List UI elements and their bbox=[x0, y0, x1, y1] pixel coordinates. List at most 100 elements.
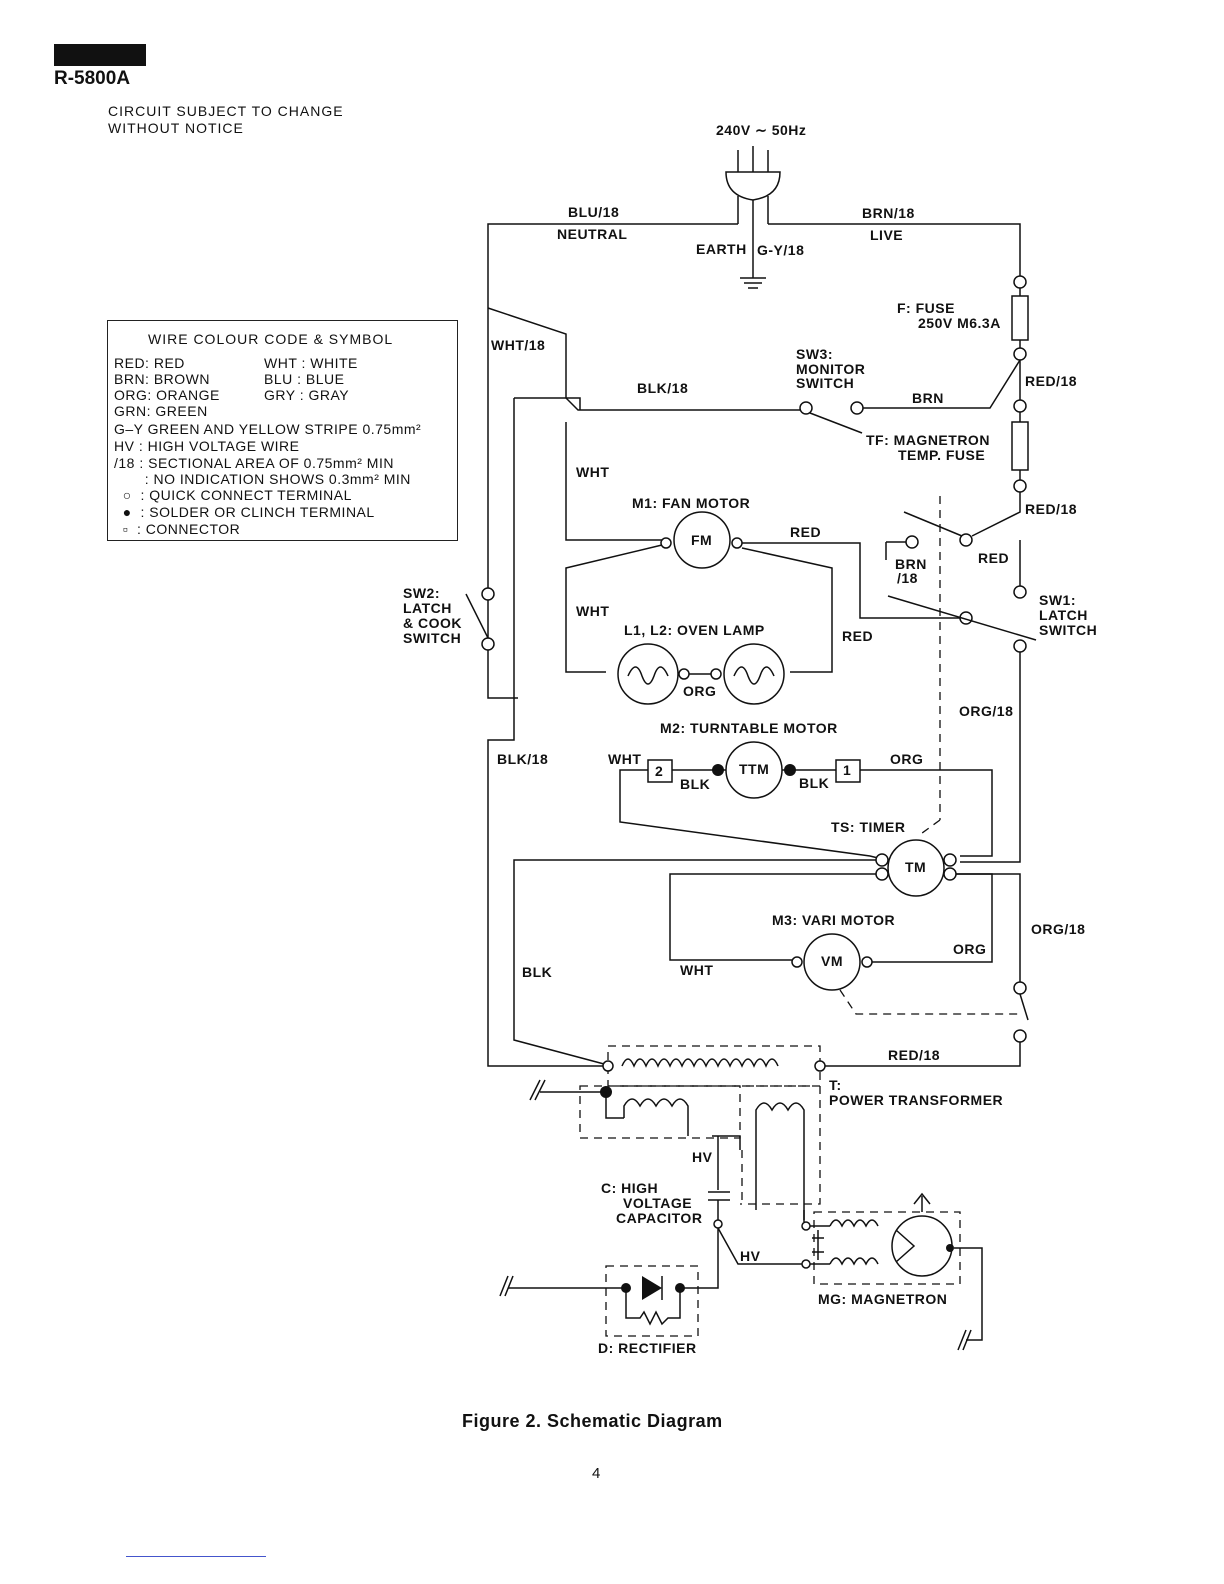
label-turntable-motor: M2: TURNTABLE MOTOR bbox=[660, 720, 838, 736]
label-org-b: ORG bbox=[890, 751, 923, 767]
legend-color-left: ORG: ORANGE bbox=[114, 387, 220, 403]
label-fan-motor: M1: FAN MOTOR bbox=[632, 495, 750, 511]
change-notice: CIRCUIT SUBJECT TO CHANGE WITHOUT NOTICE bbox=[108, 103, 344, 137]
label-capacitor-3: CAPACITOR bbox=[616, 1210, 702, 1226]
label-org18-a: ORG/18 bbox=[959, 703, 1013, 719]
label-sw1-1: SW1: bbox=[1039, 592, 1076, 608]
label-blk18-b: BLK/18 bbox=[497, 751, 548, 767]
wire-colour-legend: WIRE COLOUR CODE & SYMBOL RED: RED WHT :… bbox=[107, 320, 458, 541]
label-capacitor-2: VOLTAGE bbox=[623, 1195, 692, 1211]
label-conn-1: 1 bbox=[843, 762, 851, 778]
label-supply: 240V ∼ 50Hz bbox=[716, 122, 806, 138]
label-red18-c: RED/18 bbox=[888, 1047, 940, 1063]
legend-note: ● : SOLDER OR CLINCH TERMINAL bbox=[114, 504, 375, 520]
legend-note: G–Y GREEN AND YELLOW STRIPE 0.75mm² bbox=[114, 421, 422, 437]
label-sw2-1: SW2: bbox=[403, 585, 440, 601]
oven-lamps bbox=[617, 643, 785, 705]
legend-color-left: RED: RED bbox=[114, 355, 185, 371]
label-wht18: WHT/18 bbox=[491, 337, 545, 353]
legend-color-right: GRY : GRAY bbox=[264, 387, 350, 403]
label-vari-motor: M3: VARI MOTOR bbox=[772, 912, 895, 928]
label-wht-b: WHT bbox=[576, 603, 609, 619]
label-blu18: BLU/18 bbox=[568, 204, 619, 220]
vari-motor bbox=[791, 873, 1029, 1067]
label-rectifier: D: RECTIFIER bbox=[598, 1340, 697, 1356]
label-org-a: ORG bbox=[683, 683, 716, 699]
figure-caption: Figure 2. Schematic Diagram bbox=[462, 1411, 723, 1431]
label-red-c: RED bbox=[842, 628, 873, 644]
label-sw2-3: & COOK bbox=[403, 615, 462, 631]
label-wht-c: WHT bbox=[608, 751, 641, 767]
label-tf-2: TEMP. FUSE bbox=[898, 447, 985, 463]
legend-note: ○ : QUICK CONNECT TERMINAL bbox=[114, 487, 352, 503]
sw2-latch-cook-switch bbox=[465, 587, 495, 651]
label-sw3-3: SWITCH bbox=[796, 375, 854, 391]
fuse-f bbox=[1011, 275, 1029, 361]
diagram-labels: 240V ∼ 50Hz BLU/18 NEUTRAL BRN/18 LIVE E… bbox=[403, 122, 1097, 1356]
rectifier bbox=[499, 1227, 806, 1337]
label-ttm: TTM bbox=[739, 761, 769, 777]
label-red18-b: RED/18 bbox=[1025, 501, 1077, 517]
power-transformer bbox=[529, 1045, 826, 1220]
label-sw3-1: SW3: bbox=[796, 346, 833, 362]
label-hv-a: HV bbox=[692, 1149, 713, 1165]
label-sw2-2: LATCH bbox=[403, 600, 452, 616]
label-blk18-top: BLK/18 bbox=[637, 380, 688, 396]
label-vm: VM bbox=[821, 953, 843, 969]
legend-color-right: BLU : BLUE bbox=[264, 371, 345, 387]
label-t-1: T: bbox=[829, 1077, 842, 1093]
magnetron bbox=[801, 1192, 983, 1351]
label-tf-1: TF: MAGNETRON bbox=[866, 432, 990, 448]
label-blk-a: BLK bbox=[680, 776, 710, 792]
label-blk-c: BLK bbox=[522, 964, 552, 980]
sw3-monitor-switch bbox=[799, 359, 1021, 434]
label-blk-b: BLK bbox=[799, 775, 829, 791]
label-tm: TM bbox=[905, 859, 926, 875]
legend-note: /18 : SECTIONAL AREA OF 0.75mm² MIN bbox=[114, 455, 394, 471]
hv-capacitor bbox=[708, 1136, 743, 1229]
label-power-transformer: POWER TRANSFORMER bbox=[829, 1092, 1003, 1108]
label-sw3-2: MONITOR bbox=[796, 361, 865, 377]
label-gy18: G-Y/18 bbox=[757, 242, 804, 258]
label-org18-b: ORG/18 bbox=[1031, 921, 1085, 937]
label-brn18: BRN/18 bbox=[862, 205, 915, 221]
label-red-a: RED bbox=[790, 524, 821, 540]
timer bbox=[513, 819, 1021, 1065]
label-capacitor-1: C: HIGH bbox=[601, 1180, 658, 1196]
label-red18-a: RED/18 bbox=[1025, 373, 1077, 389]
label-earth: EARTH bbox=[696, 241, 747, 257]
label-wht-d: WHT bbox=[680, 962, 713, 978]
supply-wiring bbox=[487, 223, 1021, 1067]
legend-note: : NO INDICATION SHOWS 0.3mm² MIN bbox=[114, 471, 411, 487]
sw1-latch-switch bbox=[885, 496, 1037, 863]
page-number: 4 bbox=[592, 1465, 601, 1482]
legend-note: HV : HIGH VOLTAGE WIRE bbox=[114, 438, 300, 454]
legend-color-right: WHT : WHITE bbox=[264, 355, 358, 371]
label-wht-a: WHT bbox=[576, 464, 609, 480]
label-red-b: RED bbox=[978, 550, 1009, 566]
notice-line-2: WITHOUT NOTICE bbox=[108, 120, 244, 136]
label-fm: FM bbox=[691, 532, 712, 548]
label-fuse-2: 250V M6.3A bbox=[918, 315, 1001, 331]
label-magnetron: MG: MAGNETRON bbox=[818, 1291, 947, 1307]
label-sw2-4: SWITCH bbox=[403, 630, 461, 646]
notice-line-1: CIRCUIT SUBJECT TO CHANGE bbox=[108, 103, 344, 119]
label-org-c: ORG bbox=[953, 941, 986, 957]
label-brn-b-1: BRN bbox=[895, 556, 927, 572]
magnetron-temp-fuse bbox=[971, 360, 1029, 537]
power-plug bbox=[725, 146, 781, 289]
legend-color-left: GRN: GREEN bbox=[114, 403, 208, 419]
label-sw1-2: LATCH bbox=[1039, 607, 1088, 623]
fan-motor bbox=[565, 511, 960, 673]
bottom-rule bbox=[126, 1556, 266, 1557]
label-timer: TS: TIMER bbox=[831, 819, 906, 835]
label-sw1-3: SWITCH bbox=[1039, 622, 1097, 638]
label-brn: BRN bbox=[912, 390, 944, 406]
legend-title: WIRE COLOUR CODE & SYMBOL bbox=[148, 331, 394, 347]
legend-note: ▫ : CONNECTOR bbox=[114, 521, 241, 537]
label-live: LIVE bbox=[870, 227, 903, 243]
label-brn-b-2: /18 bbox=[897, 570, 918, 586]
turntable-motor bbox=[619, 741, 993, 859]
label-conn-2: 2 bbox=[655, 763, 663, 779]
